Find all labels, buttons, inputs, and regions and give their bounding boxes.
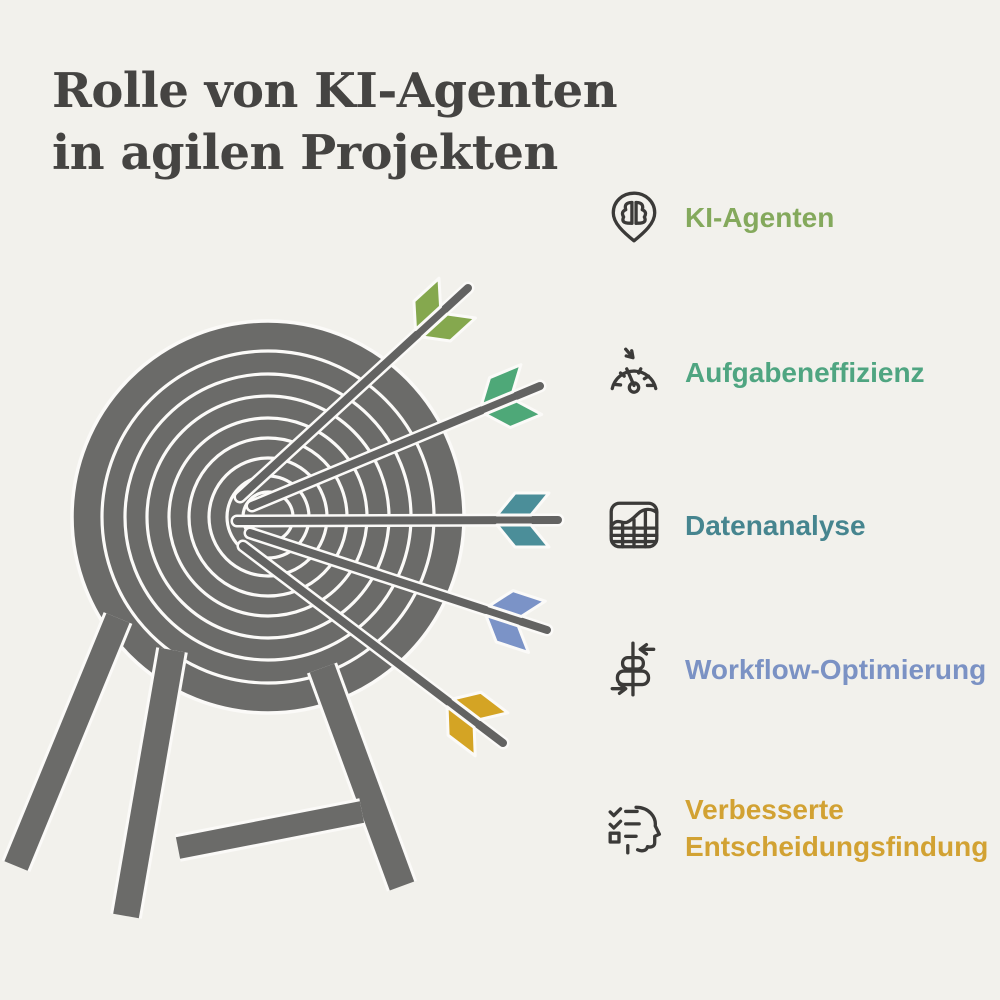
legend-item-workflow-optimierung: Workflow-Optimierung: [605, 640, 997, 698]
legend-label: Verbesserte Entscheidungsfindung: [685, 794, 989, 862]
speedometer-icon: [605, 343, 663, 401]
workflow-sliders-icon: [605, 640, 663, 698]
fletching: [445, 690, 510, 758]
decision-head-icon: [605, 799, 663, 857]
arrow-entscheidungsfindung: [236, 539, 510, 758]
legend-item-ki-agenten: KI-Agenten: [605, 188, 997, 246]
legend-item-datenanalyse: Datenanalyse: [605, 496, 997, 554]
legend-label: Workflow-Optimierung: [685, 653, 987, 685]
legend-label: Datenanalyse: [685, 509, 866, 541]
page-title-line-2: in agilen Projekten: [52, 125, 558, 181]
arrow-workflow-optimierung: [243, 526, 554, 654]
stand-leg-right: [306, 662, 418, 892]
stand-crossbar: [175, 798, 365, 862]
fletching: [412, 276, 477, 343]
fletching: [495, 491, 551, 549]
legend-item-entscheidungsfindung: Verbesserte Entscheidungsfindung: [605, 791, 997, 865]
fletching: [479, 363, 544, 430]
brain-pin-icon: [605, 188, 663, 246]
arrows: [230, 276, 565, 758]
legend-label: Aufgabeneffizienz: [685, 356, 925, 388]
target-stand: [1, 612, 418, 919]
page-title-line-1: Rolle von KI-Agenten: [52, 63, 618, 119]
arrow-datenanalyse: [230, 491, 565, 549]
legend-label: KI-Agenten: [685, 201, 835, 233]
legend-item-aufgabeneffizienz: Aufgabeneffizienz: [605, 343, 997, 401]
page-title: Rolle von KI-Agenten in agilen Projekten: [52, 60, 618, 184]
stand-leg-left: [110, 647, 188, 919]
arrow-ki-agenten: [233, 276, 477, 504]
fletching: [484, 589, 547, 654]
stand-leg-rear: [1, 612, 133, 872]
arrow-aufgabeneffizienz: [245, 363, 547, 513]
chart-grid-icon: [605, 496, 663, 554]
